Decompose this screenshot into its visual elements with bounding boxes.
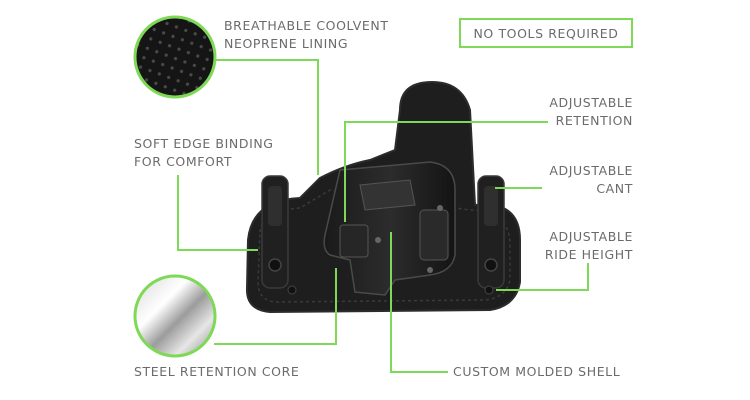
callout-line-lining [214, 59, 319, 175]
label-steel-core-text: STEEL RETENTION CORE [134, 364, 300, 379]
neoprene-lining-swatch [133, 15, 217, 99]
label-neoprene-lining-line2: NEOPRENE LINING [224, 36, 349, 51]
label-soft-edge-line2: FOR COMFORT [134, 154, 233, 169]
no-tools-badge: NO TOOLS REQUIRED [459, 18, 633, 48]
label-shell-text: CUSTOM MOLDED SHELL [453, 364, 621, 379]
label-steel-retention-core: STEEL RETENTION CORE [134, 363, 299, 381]
callout-line-shell [390, 232, 448, 373]
label-retention-line2: RETENTION [555, 113, 633, 128]
left-belt-clip [261, 175, 289, 289]
label-adjustable-ride-height: ADJUSTABLE RIDE HEIGHT [545, 228, 633, 264]
label-cant-line2: CANT [596, 181, 633, 196]
label-retention-line1: ADJUSTABLE [549, 95, 633, 110]
label-ride-line1: ADJUSTABLE [549, 229, 633, 244]
label-neoprene-lining: BREATHABLE COOLVENT NEOPRENE LINING [224, 17, 389, 53]
callout-line-ride [496, 263, 589, 291]
callout-lines [177, 59, 589, 373]
label-soft-edge-binding: SOFT EDGE BINDING FOR COMFORT [134, 135, 274, 171]
label-ride-line2: RIDE HEIGHT [544, 247, 633, 262]
callout-line-core [214, 268, 337, 345]
right-belt-clip [477, 175, 505, 289]
label-neoprene-lining-line1: BREATHABLE COOLVENT [224, 18, 389, 33]
label-adjustable-retention: ADJUSTABLE RETENTION [549, 94, 633, 130]
steel-core-swatch [133, 274, 217, 358]
label-custom-molded-shell: CUSTOM MOLDED SHELL [453, 363, 620, 381]
callout-line-retention [344, 121, 548, 222]
label-cant-line1: ADJUSTABLE [549, 163, 633, 178]
label-adjustable-cant: ADJUSTABLE CANT [549, 162, 633, 198]
callout-line-edge [177, 175, 258, 251]
label-soft-edge-line1: SOFT EDGE BINDING [134, 136, 274, 151]
molded-shell [323, 161, 456, 296]
